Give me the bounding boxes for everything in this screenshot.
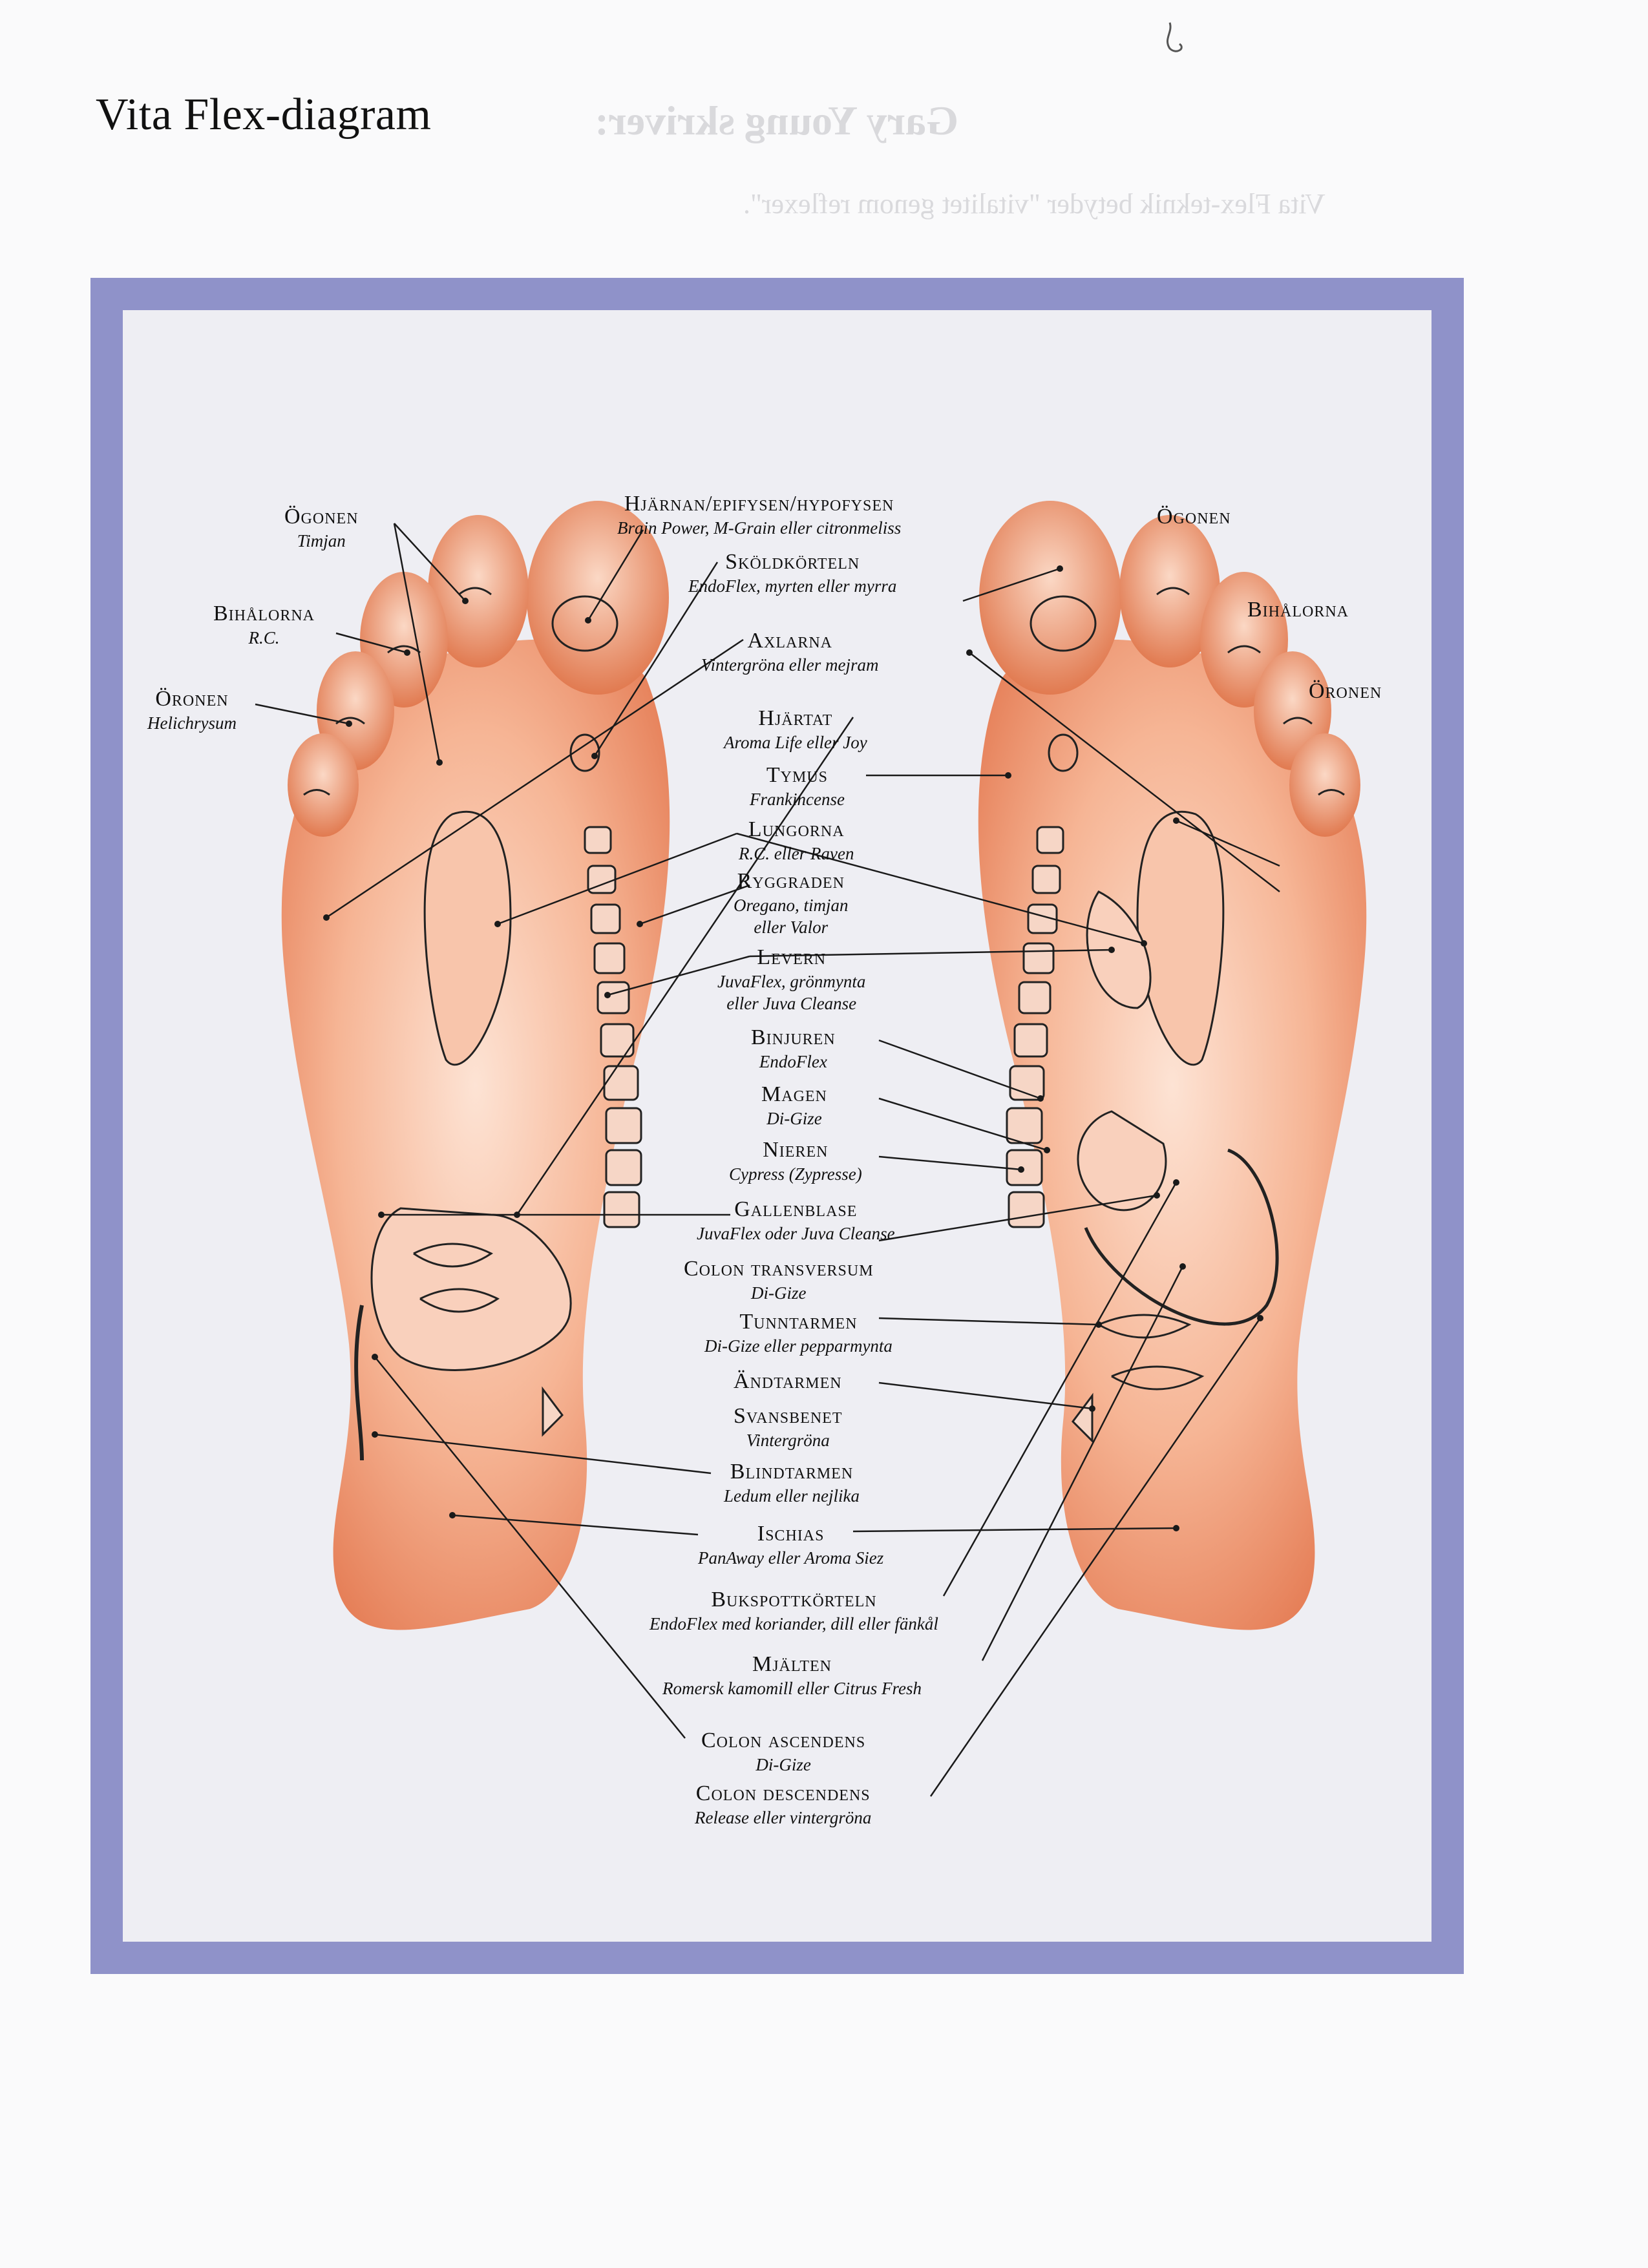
left-toe-5 xyxy=(288,733,359,837)
right-foot xyxy=(978,501,1367,1630)
label-colon-transversum: Colon transversum Di-Gize xyxy=(684,1257,874,1303)
label-gallenblase: Gallenblase JuvaFlex oder Juva Cleanse xyxy=(697,1197,895,1243)
leader-dots xyxy=(323,565,1263,1531)
label-oronen-left: Öronen Helichrysum xyxy=(147,687,237,733)
label-oronen-right: Öronen xyxy=(1309,679,1382,703)
label-svansbenet: Svansbenet Vintergröna xyxy=(734,1404,843,1450)
label-bihalorna-right: Bihålorna xyxy=(1247,598,1349,622)
label-nieren: Nieren Cypress (Zypresse) xyxy=(729,1138,862,1184)
label-ischias: Ischias PanAway eller Aroma Siez xyxy=(698,1522,884,1568)
left-foot xyxy=(281,501,670,1630)
leader-lines xyxy=(255,523,1280,1797)
right-toe-5 xyxy=(1289,733,1360,837)
page-title: Vita Flex-diagram xyxy=(96,90,432,140)
right-toe-2 xyxy=(1119,515,1220,667)
label-binjuren: Binjuren EndoFlex xyxy=(751,1025,836,1071)
label-colon-ascendens: Colon ascendens Di-Gize xyxy=(701,1728,866,1774)
label-tymus: Tymus Frankincense xyxy=(750,763,845,809)
label-axlarna: Axlarna Vintergröna eller mejram xyxy=(701,629,879,675)
label-mjalten: Mjälten Romersk kamomill eller Citrus Fr… xyxy=(662,1652,922,1698)
label-andtarmen: Ändtarmen xyxy=(734,1369,842,1393)
label-hjarnan: Hjärnan/epifysen/hypofysen Brain Power, … xyxy=(617,492,902,538)
label-levern: Levern JuvaFlex, grönmynta eller Juva Cl… xyxy=(717,945,866,1013)
label-colon-descendens: Colon descendens Release eller vintergrö… xyxy=(695,1781,872,1827)
label-bukspottkorteln: Bukspottkörteln EndoFlex med koriander, … xyxy=(650,1588,938,1633)
label-lungorna: Lungorna R.C. eller Raven xyxy=(739,817,854,863)
label-ogonen-right: Ögonen xyxy=(1157,505,1231,529)
label-blindtarmen: Blindtarmen Ledum eller nejlika xyxy=(724,1460,860,1506)
label-hjartat: Hjärtat Aroma Life eller Joy xyxy=(724,706,867,752)
label-tunntarmen: Tunntarmen Di-Gize eller pepparmynta xyxy=(704,1310,893,1356)
label-skoldkorteln: Sköldkörteln EndoFlex, myrten eller myrr… xyxy=(688,550,897,596)
label-bihalorna-left: Bihålorna R.C. xyxy=(213,602,315,647)
corner-scribble xyxy=(1166,22,1183,52)
label-ryggraden: Ryggraden Oregano, timjan eller Valor xyxy=(734,869,849,937)
left-toe-2 xyxy=(428,515,529,667)
label-magen: Magen Di-Gize xyxy=(761,1082,827,1128)
label-ogonen-left: Ögonen Timjan xyxy=(284,505,359,551)
